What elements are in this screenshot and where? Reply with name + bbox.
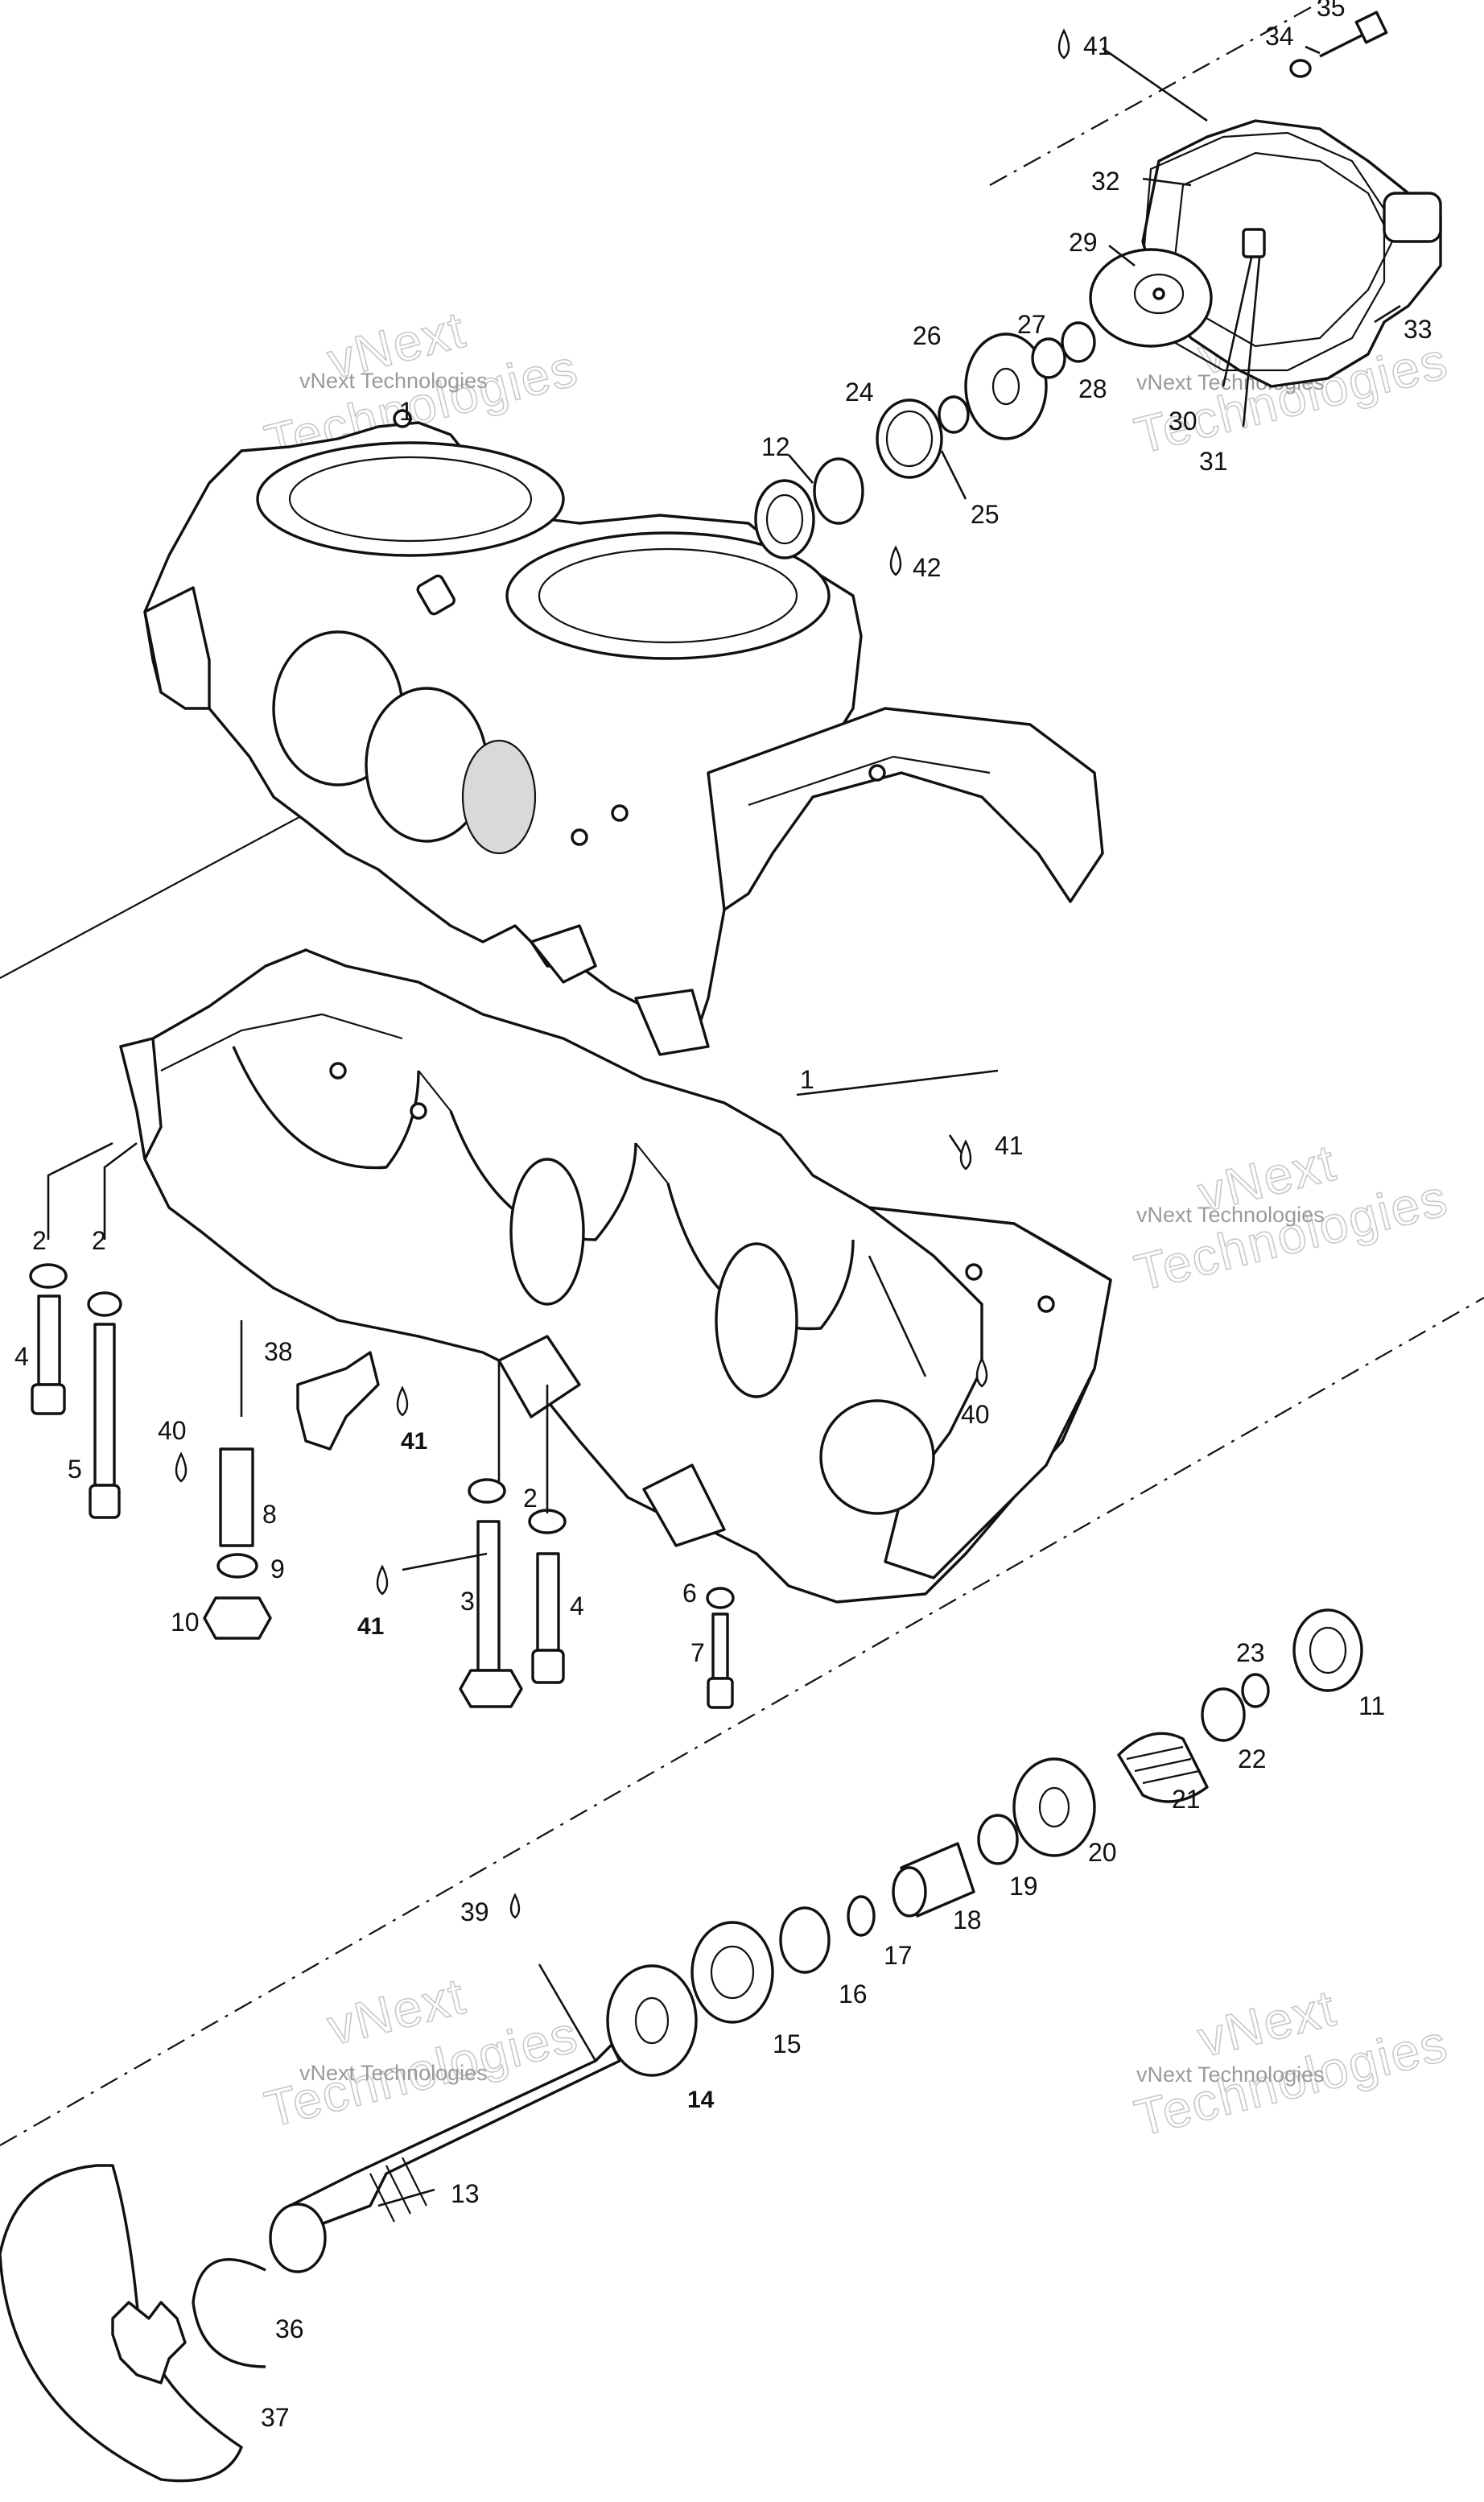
callout-9: 9 — [270, 1554, 285, 1583]
lower-crankcase — [119, 948, 1112, 1604]
water-pump-assembly — [1089, 10, 1442, 388]
callout-22: 22 — [1238, 1744, 1267, 1773]
callout-31: 31 — [1199, 447, 1228, 476]
svg-text:vNext Technologies: vNext Technologies — [299, 2061, 488, 2085]
drop-icon — [396, 1385, 409, 1417]
svg-text:vNext Technologies: vNext Technologies — [1136, 1203, 1325, 1227]
callout-42: 42 — [913, 553, 942, 582]
callout-4: 4 — [570, 1592, 584, 1621]
callout-35: 35 — [1317, 0, 1346, 22]
fasteners-left — [29, 1263, 735, 1709]
svg-text:vNext Technologies: vNext Technologies — [1136, 2062, 1325, 2087]
callout-40: 40 — [961, 1400, 990, 1429]
callout-29: 29 — [1069, 228, 1098, 257]
callout-36: 36 — [275, 2314, 304, 2343]
callout-4: 4 — [14, 1342, 29, 1371]
callout-1-lower: 1 — [800, 1065, 814, 1094]
lubricant-drop-icons — [175, 28, 1070, 1919]
callout-26: 26 — [913, 321, 942, 350]
callout-10: 10 — [171, 1608, 200, 1637]
callout-34: 34 — [1265, 22, 1294, 51]
callout-27: 27 — [1017, 310, 1046, 339]
callout-25: 25 — [971, 500, 1000, 529]
callout-20: 20 — [1088, 1838, 1117, 1867]
callout-2: 2 — [92, 1226, 106, 1255]
callout-41: 41 — [995, 1131, 1024, 1160]
upper-crankcase — [143, 409, 1104, 1056]
callout-19: 19 — [1009, 1872, 1038, 1901]
callout-24: 24 — [845, 378, 874, 407]
drop-icon — [889, 545, 902, 576]
callout-33: 33 — [1404, 315, 1432, 344]
callout-41: 41 — [401, 1428, 427, 1455]
callout-17: 17 — [884, 1941, 913, 1970]
callout-12: 12 — [761, 432, 790, 461]
callout-21: 21 — [1172, 1785, 1201, 1814]
svg-text:vNext Technologies: vNext Technologies — [299, 369, 488, 393]
callout-5: 5 — [68, 1455, 82, 1484]
callout-3: 3 — [460, 1587, 475, 1616]
callout-11: 11 — [1358, 1691, 1385, 1720]
drive-shaft-assembly — [0, 1608, 1363, 2483]
callout-7: 7 — [690, 1638, 705, 1667]
drop-icon — [376, 1564, 389, 1596]
callout-labels: 35 34 41 32 29 33 26 27 28 24 30 31 12 2… — [14, 0, 1432, 2432]
callout-15: 15 — [773, 2029, 802, 2058]
callout-14: 14 — [687, 2087, 715, 2113]
callout-2: 2 — [32, 1226, 47, 1255]
callout-1-upper: 1 — [399, 397, 414, 426]
callout-41: 41 — [1083, 31, 1112, 60]
watermark-bottom-left: vNext Technologies vNext Technologies — [258, 1966, 584, 2139]
callout-40: 40 — [158, 1416, 187, 1445]
callout-32: 32 — [1091, 167, 1120, 196]
drop-icon — [509, 1893, 521, 1919]
callout-18: 18 — [953, 1905, 982, 1934]
drop-icon — [975, 1356, 988, 1388]
callout-16: 16 — [839, 1980, 868, 2009]
drop-icon — [175, 1451, 188, 1483]
callout-37: 37 — [261, 2403, 290, 2432]
drop-icon — [959, 1139, 972, 1170]
callout-28: 28 — [1078, 374, 1107, 403]
watermark-middle-right: vNext Technologies vNext Technologies — [1128, 1133, 1454, 1303]
callout-13: 13 — [451, 2179, 480, 2208]
drop-icon — [1057, 28, 1070, 60]
callout-23: 23 — [1236, 1638, 1265, 1667]
callout-39: 39 — [460, 1897, 489, 1926]
callout-2: 2 — [523, 1484, 538, 1513]
seal-stack — [754, 321, 1096, 559]
callout-41: 41 — [357, 1613, 384, 1640]
leader-lines — [47, 45, 1401, 2207]
callout-30: 30 — [1169, 407, 1198, 436]
callout-38: 38 — [264, 1337, 293, 1366]
callout-8: 8 — [262, 1500, 277, 1529]
watermark-bottom-right: vNext Technologies vNext Technologies — [1128, 1978, 1454, 2148]
callout-6: 6 — [682, 1579, 697, 1608]
